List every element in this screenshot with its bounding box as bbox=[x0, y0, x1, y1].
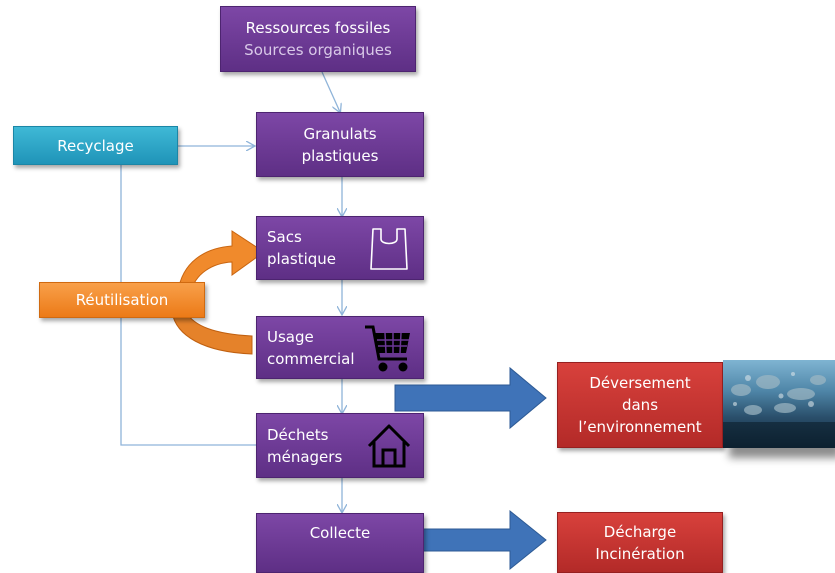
node-collecte-label: Collecte bbox=[309, 524, 371, 542]
node-decharge-line1: Décharge bbox=[603, 522, 677, 541]
node-ressources-line1: Ressources fossiles bbox=[245, 19, 391, 37]
node-granulats-line1: Granulats bbox=[303, 124, 377, 143]
node-dechets: Déchets ménagers bbox=[256, 413, 424, 478]
node-usage-line2: commercial bbox=[267, 349, 355, 368]
node-recyclage: Recyclage bbox=[13, 126, 178, 165]
node-ressources: Ressources fossiles Sources organiques bbox=[220, 6, 416, 72]
node-sacs-line2: plastique bbox=[267, 250, 337, 268]
plastic-bag-icon bbox=[370, 228, 408, 270]
node-dechets-line2: ménagers bbox=[267, 447, 343, 466]
node-deversement: Déversement dans l’environnement bbox=[557, 362, 723, 448]
node-decharge: Décharge Incinération bbox=[557, 512, 723, 573]
node-deversement-line1: Déversement bbox=[589, 374, 691, 392]
node-deversement-line2: dans bbox=[621, 396, 659, 414]
node-reutilisation-label: Réutilisation bbox=[75, 291, 169, 309]
node-collecte: Collecte bbox=[256, 513, 424, 573]
connector-dechets-recyclage bbox=[120, 164, 256, 446]
shopping-cart-icon bbox=[365, 325, 410, 372]
node-deversement-line3: l’environnement bbox=[578, 418, 702, 436]
node-granulats-line2: plastiques bbox=[301, 146, 379, 165]
node-sacs: Sacs plastique bbox=[256, 216, 424, 280]
connector-ressources-granulats bbox=[321, 71, 340, 112]
node-recyclage-label: Recyclage bbox=[57, 136, 134, 155]
node-reutilisation: Réutilisation bbox=[39, 282, 205, 318]
node-usage: Usage commercial bbox=[256, 316, 424, 379]
reuse-curve-bottom-arrow bbox=[171, 311, 253, 355]
node-decharge-line2: Incinération bbox=[595, 544, 685, 563]
node-granulats: Granulats plastiques bbox=[256, 112, 424, 177]
node-dechets-line1: Déchets bbox=[267, 425, 329, 444]
ocean-pollution-photo bbox=[723, 360, 835, 448]
arrow-to-deversement bbox=[394, 366, 547, 430]
node-sacs-line1: Sacs bbox=[267, 228, 302, 246]
reuse-curve-top-arrow bbox=[177, 230, 265, 293]
house-icon bbox=[367, 424, 411, 468]
node-usage-line1: Usage bbox=[267, 327, 314, 346]
node-ressources-line2: Sources organiques bbox=[244, 41, 392, 59]
